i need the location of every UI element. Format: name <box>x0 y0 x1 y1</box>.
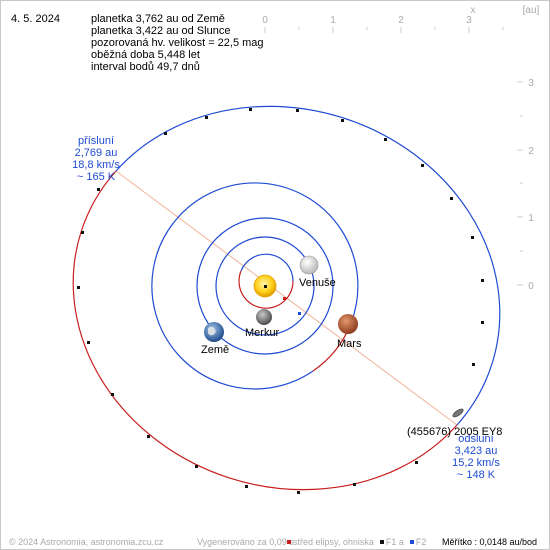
mars-label: Mars <box>337 338 362 350</box>
venus-icon <box>299 255 319 275</box>
perihelion-speed: 18,8 km/s <box>72 159 120 171</box>
asteroid-orbit-below <box>72 170 458 491</box>
info-block: planetka 3,762 au od Země planetka 3,422… <box>91 13 264 73</box>
y-tick-label: 0 <box>528 281 534 292</box>
asteroid-icon <box>452 408 464 418</box>
center-legend-dot <box>287 540 291 545</box>
info-earth-distance: planetka 3,762 au od Země <box>91 13 225 25</box>
perihelion-title: přísluní <box>77 135 115 147</box>
aphelion-label: odsluní 3,423 au 15,2 km/s ~ 148 K <box>441 433 511 481</box>
perihelion-label: přísluní 2,769 au 18,8 km/s ~ 165 K <box>61 135 131 183</box>
focus-f1-marker <box>264 285 267 288</box>
focus-f2-marker <box>298 312 301 315</box>
mars-icon <box>338 314 358 334</box>
f1-legend-dot <box>379 540 384 545</box>
copyright-link[interactable]: © 2024 Astronomia, astronomia.zcu.cz <box>9 537 164 547</box>
earth-orbit <box>196 217 334 355</box>
aphelion-distance: 3,423 au <box>454 445 498 457</box>
x-tick-label: 1 <box>330 15 336 26</box>
aphelion-title: odsluní <box>458 433 494 445</box>
mercury-label: Merkur <box>245 327 280 339</box>
info-period: oběžná doba 5,448 let <box>91 49 200 61</box>
asteroid-orbit-points <box>77 108 484 494</box>
scale-label: Měřítko : 0,0148 au/bod <box>442 537 538 547</box>
f1-legend-label: F1 a <box>385 537 404 547</box>
info-interval: interval bodů 49,7 dnů <box>91 61 200 73</box>
y-tick-label: 3 <box>528 78 534 89</box>
x-tick-label: 3 <box>466 15 472 26</box>
asteroid-orbit-above <box>115 105 501 426</box>
x-tick-label: 2 <box>398 15 404 26</box>
venus-orbit <box>215 236 315 336</box>
info-sun-distance: planetka 3,422 au od Slunce <box>91 25 231 37</box>
mars-orbit-above <box>151 182 359 390</box>
venus-label: Venuše <box>299 277 336 289</box>
earth-cloud-detail <box>208 326 216 336</box>
y-tick-label: 2 <box>528 146 534 157</box>
aphelion-temperature: ~ 148 K <box>456 469 496 481</box>
perihelion-temperature: ~ 165 K <box>76 171 116 183</box>
generation-time: Vygenerováno za 0,09 s <box>197 537 294 547</box>
ellipse-center-marker <box>283 297 286 300</box>
center-legend-label: střed elipsy, ohniska <box>293 537 374 547</box>
x-axis <box>264 27 504 33</box>
mercury-orbit-below <box>238 270 294 309</box>
footer-legend: střed elipsy, ohniska F1 a F2 <box>281 536 426 548</box>
aphelion-speed: 15,2 km/s <box>452 457 500 469</box>
x-axis-label: x <box>471 5 476 16</box>
date-label: 4. 5. 2024 <box>11 13 60 25</box>
x-tick-label: 0 <box>262 15 268 26</box>
mercury-icon <box>256 309 272 325</box>
perihelion-distance: 2,769 au <box>74 147 118 159</box>
y-tick-label: 1 <box>528 213 534 224</box>
f2-legend-dot <box>409 540 414 545</box>
y-axis <box>517 81 523 286</box>
unit-label: [au] <box>523 5 540 16</box>
f2-legend-label: F2 <box>415 537 427 547</box>
asteroid-label: (455676) 2005 EY8 <box>407 426 503 438</box>
earth-label: Země <box>201 344 230 356</box>
mercury-orbit-above <box>240 253 294 282</box>
info-magnitude: pozorovaná hv. velikost = 22,5 mag <box>91 37 264 49</box>
